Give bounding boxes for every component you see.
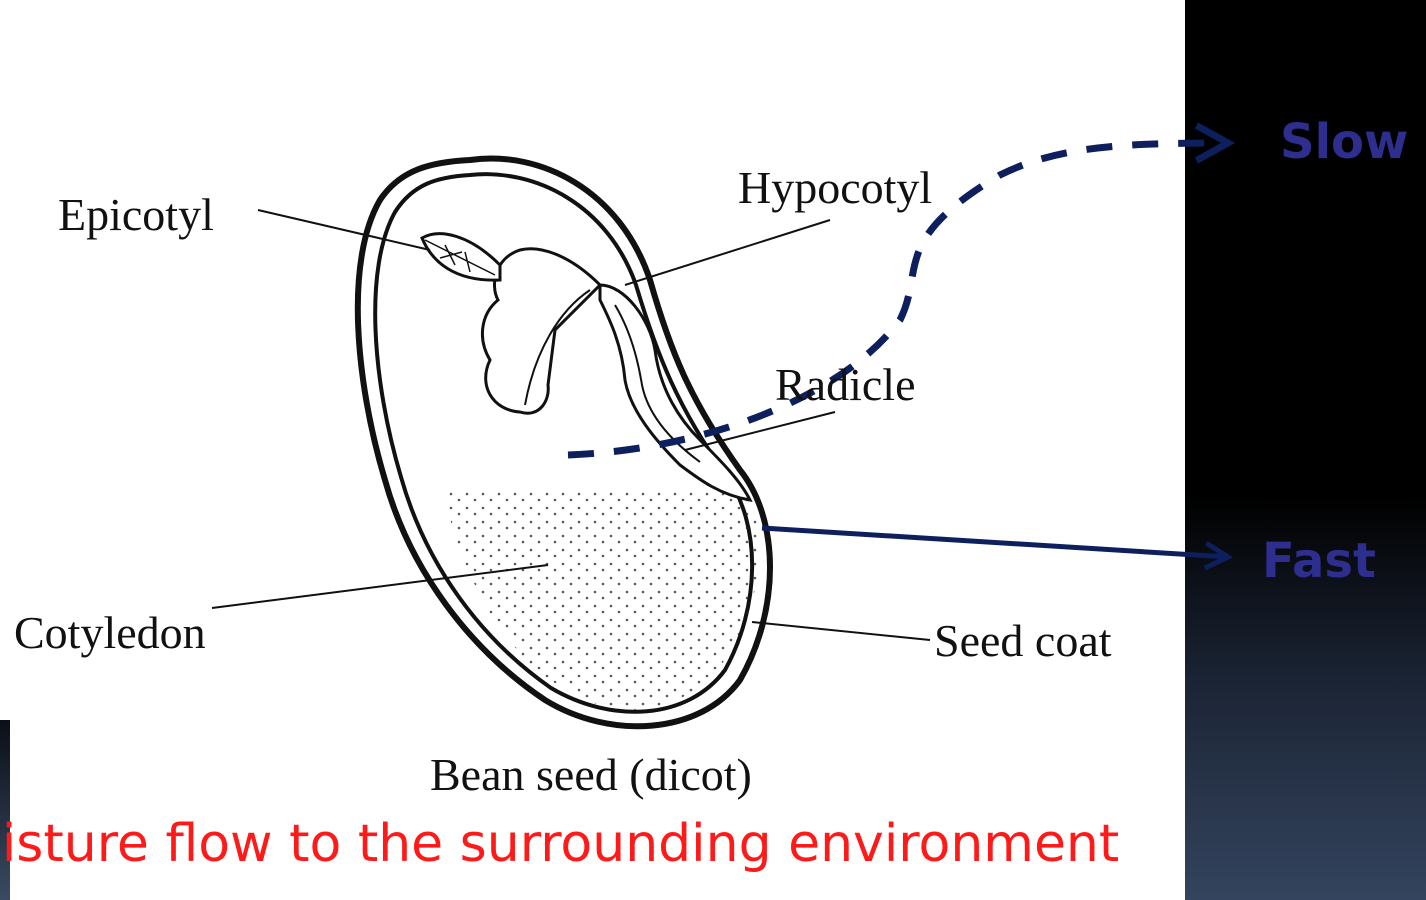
figure-caption: Bean seed (dicot) xyxy=(430,752,752,798)
epicotyl-leader xyxy=(258,210,430,250)
moisture-flow-caption: oisture flow to the surrounding environm… xyxy=(0,818,1119,870)
label-radicle: Radicle xyxy=(775,362,916,408)
cotyledon-stipple xyxy=(400,490,780,720)
plumule-leaf-small xyxy=(422,234,500,280)
flow-label-fast: Fast xyxy=(1262,537,1376,585)
hypocotyl-leader xyxy=(625,220,830,285)
seed-coat-leader xyxy=(752,622,930,640)
label-epicotyl: Epicotyl xyxy=(58,192,214,238)
flow-label-slow: Slow xyxy=(1280,118,1408,166)
fast-flow-arrow xyxy=(762,528,1228,557)
label-hypocotyl: Hypocotyl xyxy=(738,165,932,211)
label-seed-coat: Seed coat xyxy=(934,618,1112,664)
label-cotyledon: Cotyledon xyxy=(14,610,206,656)
